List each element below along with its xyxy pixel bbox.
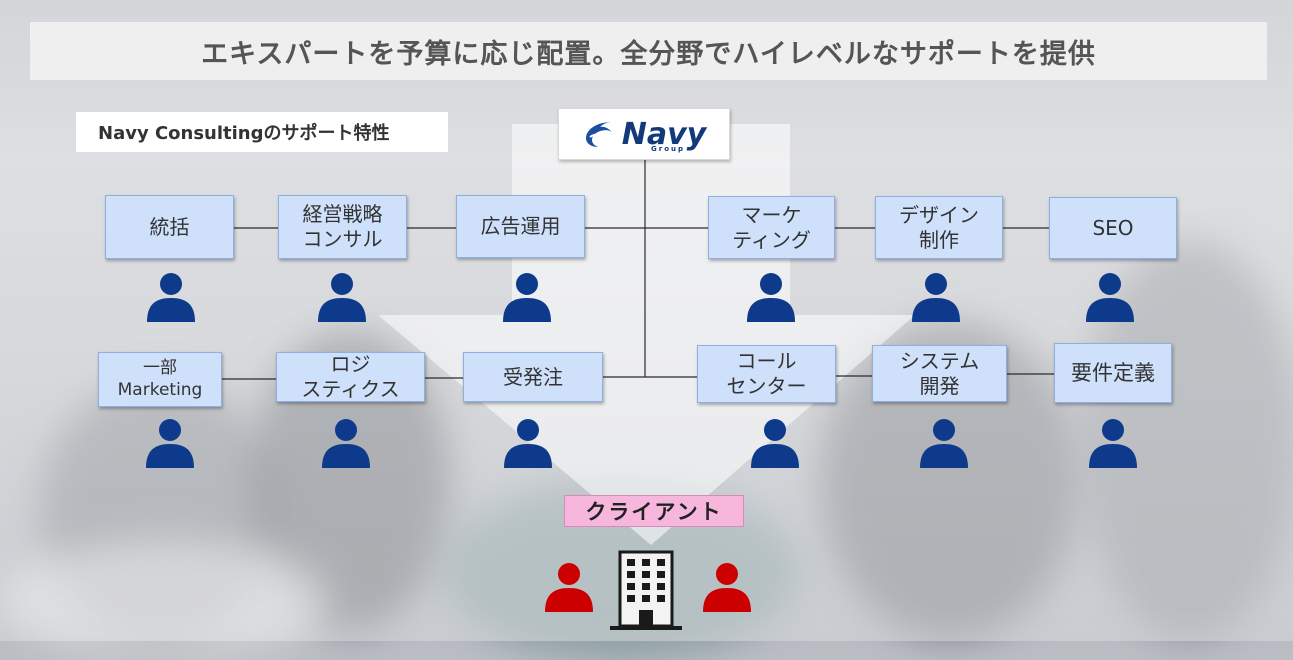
expert-person-icon [503,273,551,322]
building-icon [610,550,682,630]
expert-person-icon [147,273,195,322]
background-shape [0,540,330,660]
logo-sub: Group [651,145,686,153]
role-box-bottom: コール センター [697,345,836,403]
page-title: エキスパートを予算に応じ配置。全分野でハイレベルなサポートを提供 [30,22,1267,80]
role-box-bottom: システム 開発 [872,345,1007,402]
expert-person-icon [920,419,968,468]
expert-person-icon [146,419,194,468]
role-box-bottom: ロジ スティクス [276,352,425,402]
subtitle: Navy Consultingのサポート特性 [76,112,448,152]
connector-lines [222,160,1054,380]
expert-person-icon [1086,273,1134,322]
expert-person-icon [1089,419,1137,468]
client-person-icon [703,563,751,612]
role-box-top: デザイン 制作 [875,196,1003,259]
role-box-bottom: 要件定義 [1054,343,1172,403]
expert-person-icon [504,419,552,468]
navy-logo: Navy Group [558,108,730,160]
client-person-icon [545,563,593,612]
expert-person-icon [912,273,960,322]
logo-swoosh-icon [585,122,612,147]
expert-person-icon [751,419,799,468]
role-box-top: 統括 [105,195,234,259]
role-box-top: 広告運用 [456,195,585,258]
role-box-bottom: 受発注 [463,352,603,402]
role-box-top: 経営戦略 コンサル [278,195,407,259]
role-box-top: マーケ ティング [708,196,835,259]
role-box-top: SEO [1049,197,1177,259]
expert-person-icon [322,419,370,468]
logo-name: Navy [621,116,707,152]
client-label: クライアント [564,495,744,527]
role-box-bottom: 一部 Marketing [98,352,222,407]
expert-person-icon [747,273,795,322]
expert-person-icon [318,273,366,322]
